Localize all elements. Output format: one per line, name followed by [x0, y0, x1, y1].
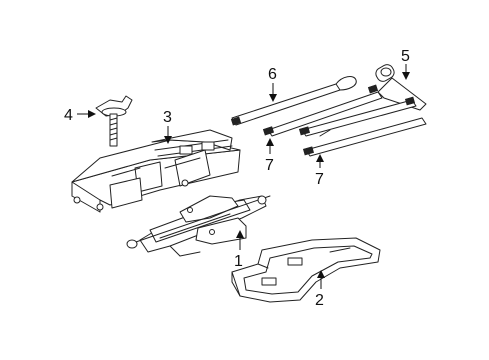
callout-4: 4 [64, 107, 96, 124]
callout-label: 6 [268, 66, 277, 83]
callout-label: 3 [163, 109, 172, 126]
leader-arrowhead [402, 72, 410, 80]
callout-5: 5 [401, 48, 410, 80]
extension-rod-part-7 [298, 96, 427, 157]
callout-label: 2 [315, 292, 324, 309]
extension-bar-part-6 [230, 76, 357, 126]
callout-1: 1 [234, 230, 244, 270]
leader-arrowhead [164, 136, 172, 144]
callout-label: 7 [315, 171, 324, 188]
callout-7-left: 7 [265, 138, 274, 174]
leader-arrowhead [88, 110, 96, 118]
scissor-jack-part-1 [126, 195, 271, 257]
callout-3: 3 [163, 109, 172, 144]
leader-arrowhead [236, 230, 244, 238]
callout-6: 6 [268, 66, 277, 102]
callout-2: 2 [315, 270, 325, 309]
storage-plate-part-2 [231, 237, 381, 303]
callout-label: 4 [64, 107, 73, 124]
wing-bolt-part-4 [95, 95, 133, 147]
callout-label: 7 [265, 157, 274, 174]
callout-label: 5 [401, 48, 410, 65]
leader-arrowhead [317, 270, 325, 278]
callout-label: 1 [234, 253, 243, 270]
leader-arrowhead [269, 94, 277, 102]
leader-arrowhead [316, 154, 324, 162]
leader-arrowhead [266, 138, 274, 146]
jack-holder-part-3 [71, 129, 241, 213]
callout-7-right: 7 [315, 154, 324, 188]
